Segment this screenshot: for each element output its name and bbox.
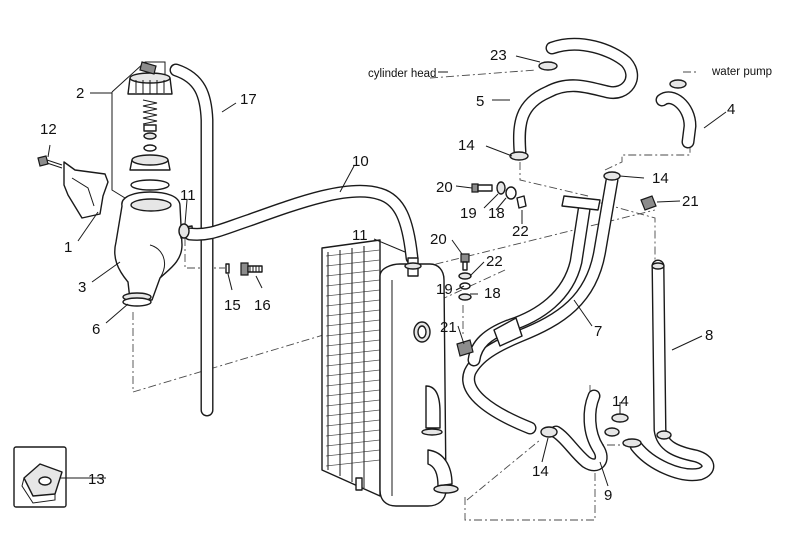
hose-9 xyxy=(540,389,620,472)
callout-14-top: 14 xyxy=(458,137,475,154)
radiator xyxy=(321,239,459,507)
callout-23: 23 xyxy=(490,47,507,64)
callout-21: 21 xyxy=(682,193,699,210)
leader-lines xyxy=(47,55,727,487)
expansion-tank-assembly xyxy=(37,61,194,307)
bolt-and-washer xyxy=(225,262,263,276)
callout-12: 12 xyxy=(40,121,57,138)
callout-2: 2 xyxy=(76,85,84,102)
hose-clamps-14 xyxy=(611,413,672,440)
callout-4: 4 xyxy=(727,101,735,118)
tank-hose-10 xyxy=(178,184,419,265)
callout-1: 1 xyxy=(64,239,72,256)
callout-20-lower: 20 xyxy=(430,231,447,248)
expansion-tank-body xyxy=(114,191,183,301)
callout-13: 13 xyxy=(88,471,105,488)
callout-9: 9 xyxy=(604,487,612,504)
callout-10: 10 xyxy=(352,153,369,170)
callout-16: 16 xyxy=(254,297,271,314)
clip-detail-box xyxy=(13,446,67,508)
destination-notes: cylinder head water pump xyxy=(368,66,772,80)
callout-11: 11 xyxy=(180,187,196,204)
callout-15: 15 xyxy=(224,297,241,314)
overflow-hose-17 xyxy=(169,63,214,417)
callout-6: 6 xyxy=(92,321,100,338)
callout-5: 5 xyxy=(476,93,484,110)
callout-14-right: 14 xyxy=(652,170,669,187)
callout-17: 17 xyxy=(240,91,257,108)
callout-11-radiator: 11 xyxy=(352,227,368,244)
radiator-hose-7 xyxy=(462,171,621,435)
hose-8 xyxy=(622,259,715,482)
note-water-pump: water pump xyxy=(711,66,772,78)
callout-7: 7 xyxy=(594,323,602,340)
cylinder-head-hose xyxy=(509,37,639,161)
callout-21-lower: 21 xyxy=(440,319,457,336)
note-cylinder-head: cylinder head xyxy=(368,68,436,80)
callout-19-lower: 19 xyxy=(436,281,453,298)
callout-18: 18 xyxy=(488,205,505,222)
water-pump-elbow-hose xyxy=(655,79,697,149)
callout-22-lower: 22 xyxy=(486,253,503,270)
callout-3: 3 xyxy=(78,279,86,296)
callout-20: 20 xyxy=(436,179,453,196)
callout-8: 8 xyxy=(705,327,713,344)
callout-14-mid: 14 xyxy=(612,393,629,410)
small-fittings xyxy=(456,181,657,357)
callout-18-lower: 18 xyxy=(484,285,501,302)
callout-19: 19 xyxy=(460,205,477,222)
callout-14-bottom: 14 xyxy=(532,463,549,480)
callout-labels: 2 17 12 11 1 3 6 10 11 15 16 13 23 5 14 … xyxy=(40,47,735,504)
callout-22: 22 xyxy=(512,223,529,240)
